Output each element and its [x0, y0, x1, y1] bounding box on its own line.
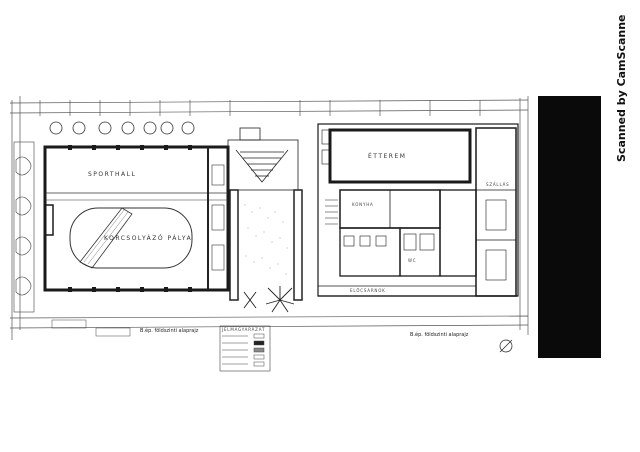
- lobby-label: ELŐCSARNOK: [350, 288, 386, 293]
- courtyard-pavement: [244, 204, 288, 275]
- right-building: [317, 123, 519, 297]
- legend-title: JELMAGYARÁZAT: [221, 327, 265, 332]
- title-block-stamps: [51, 319, 131, 337]
- palm-tree: [243, 286, 295, 313]
- camscanner-text: Scanned by CamScanner: [615, 14, 628, 162]
- sheet-frame: [9, 96, 529, 340]
- left-floor-caption: B.ép. földszinti alaprajz: [140, 327, 199, 334]
- kitchen-label: KONYHA: [352, 202, 374, 207]
- sports-hall-label: SPORTHALL: [88, 171, 136, 178]
- central-stair-block: [227, 127, 303, 301]
- side-hall-label: SZÁLLÁS: [486, 182, 509, 187]
- skating-rink-label: KORCSOLYÁZÓ PÁLYA: [104, 235, 192, 242]
- restaurant-label: ÉTTEREM: [368, 152, 406, 160]
- legend: JELMAGYARÁZAT: [219, 325, 271, 372]
- scan-edge-band: [538, 96, 601, 358]
- left-building: [43, 145, 230, 292]
- dimension-ticks-top: [39, 100, 481, 116]
- wc-label: WC: [408, 258, 416, 263]
- left-landscape-strip: [13, 141, 35, 313]
- camscanner-watermark: Scanned by CamScanner: [615, 14, 628, 162]
- right-floor-caption: B.ép. földszinti alaprajz: [410, 331, 469, 338]
- north-arrow-icon: [499, 339, 513, 353]
- tree-row: [49, 121, 195, 135]
